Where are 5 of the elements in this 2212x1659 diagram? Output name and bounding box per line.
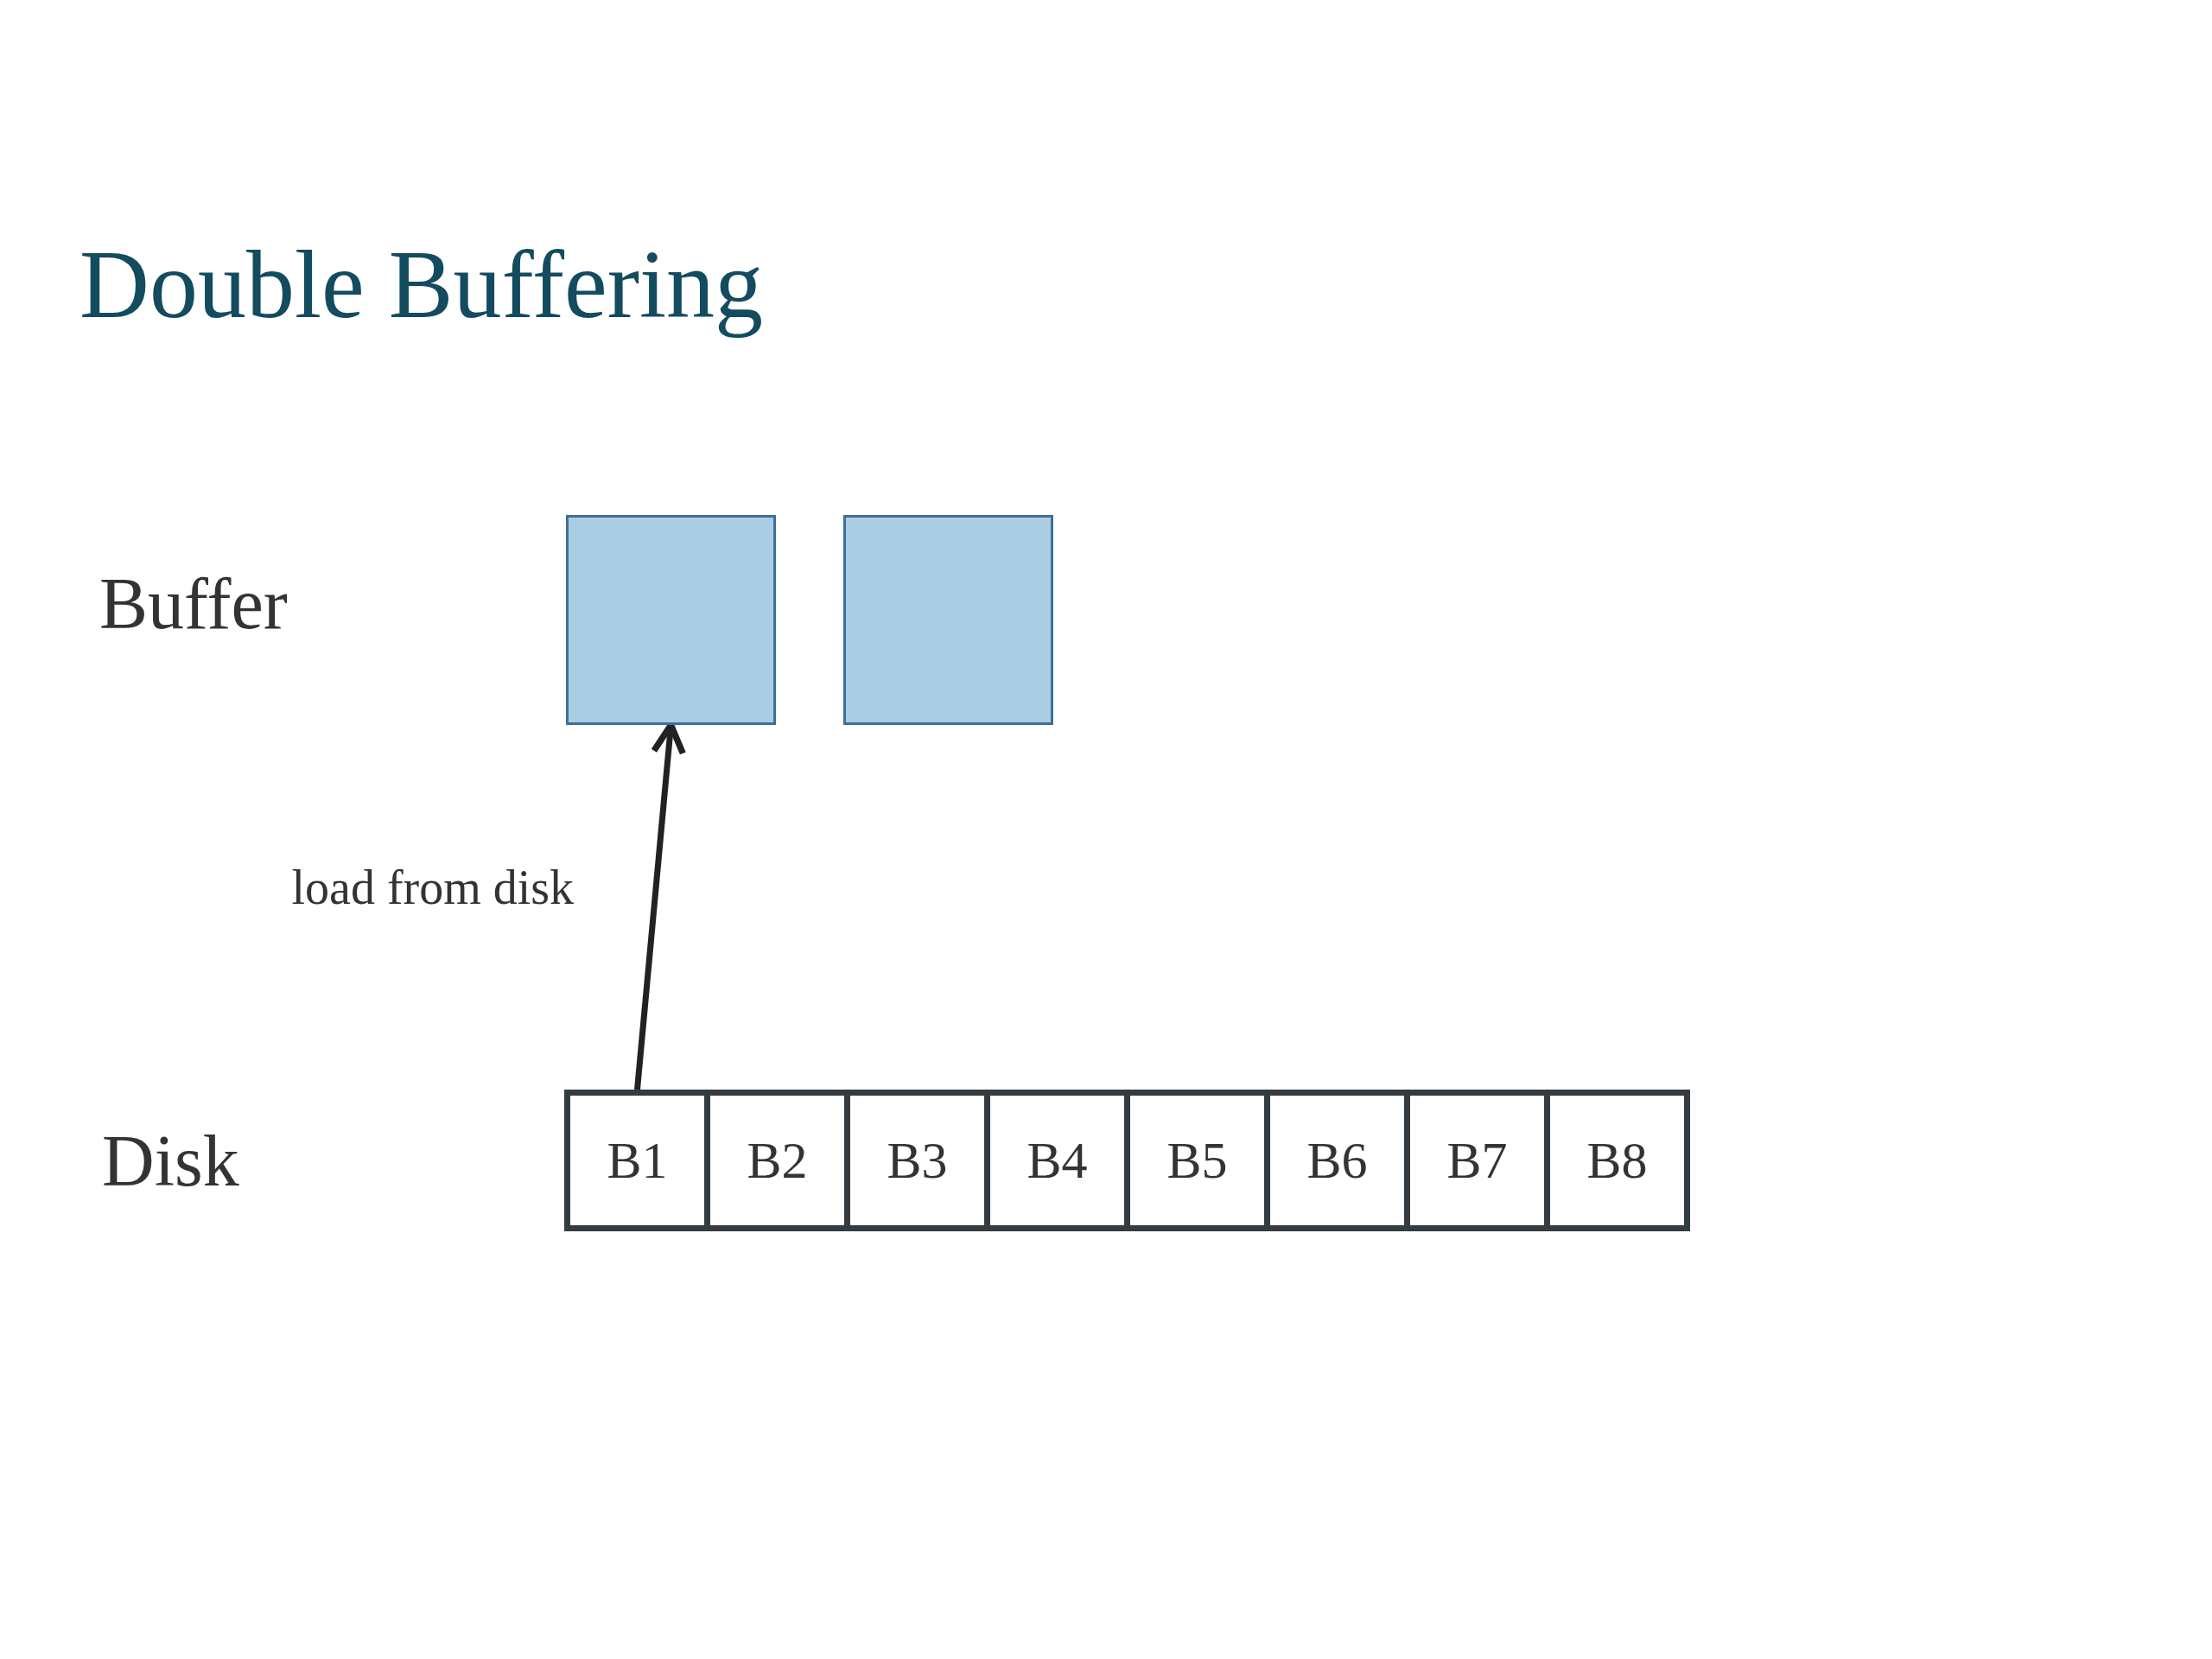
row-label: Disk xyxy=(102,1120,239,1203)
buffer-box xyxy=(843,515,1053,725)
buffer-box xyxy=(566,515,776,725)
row-label: Buffer xyxy=(99,563,288,645)
slide-title: Double Buffering xyxy=(79,230,764,340)
